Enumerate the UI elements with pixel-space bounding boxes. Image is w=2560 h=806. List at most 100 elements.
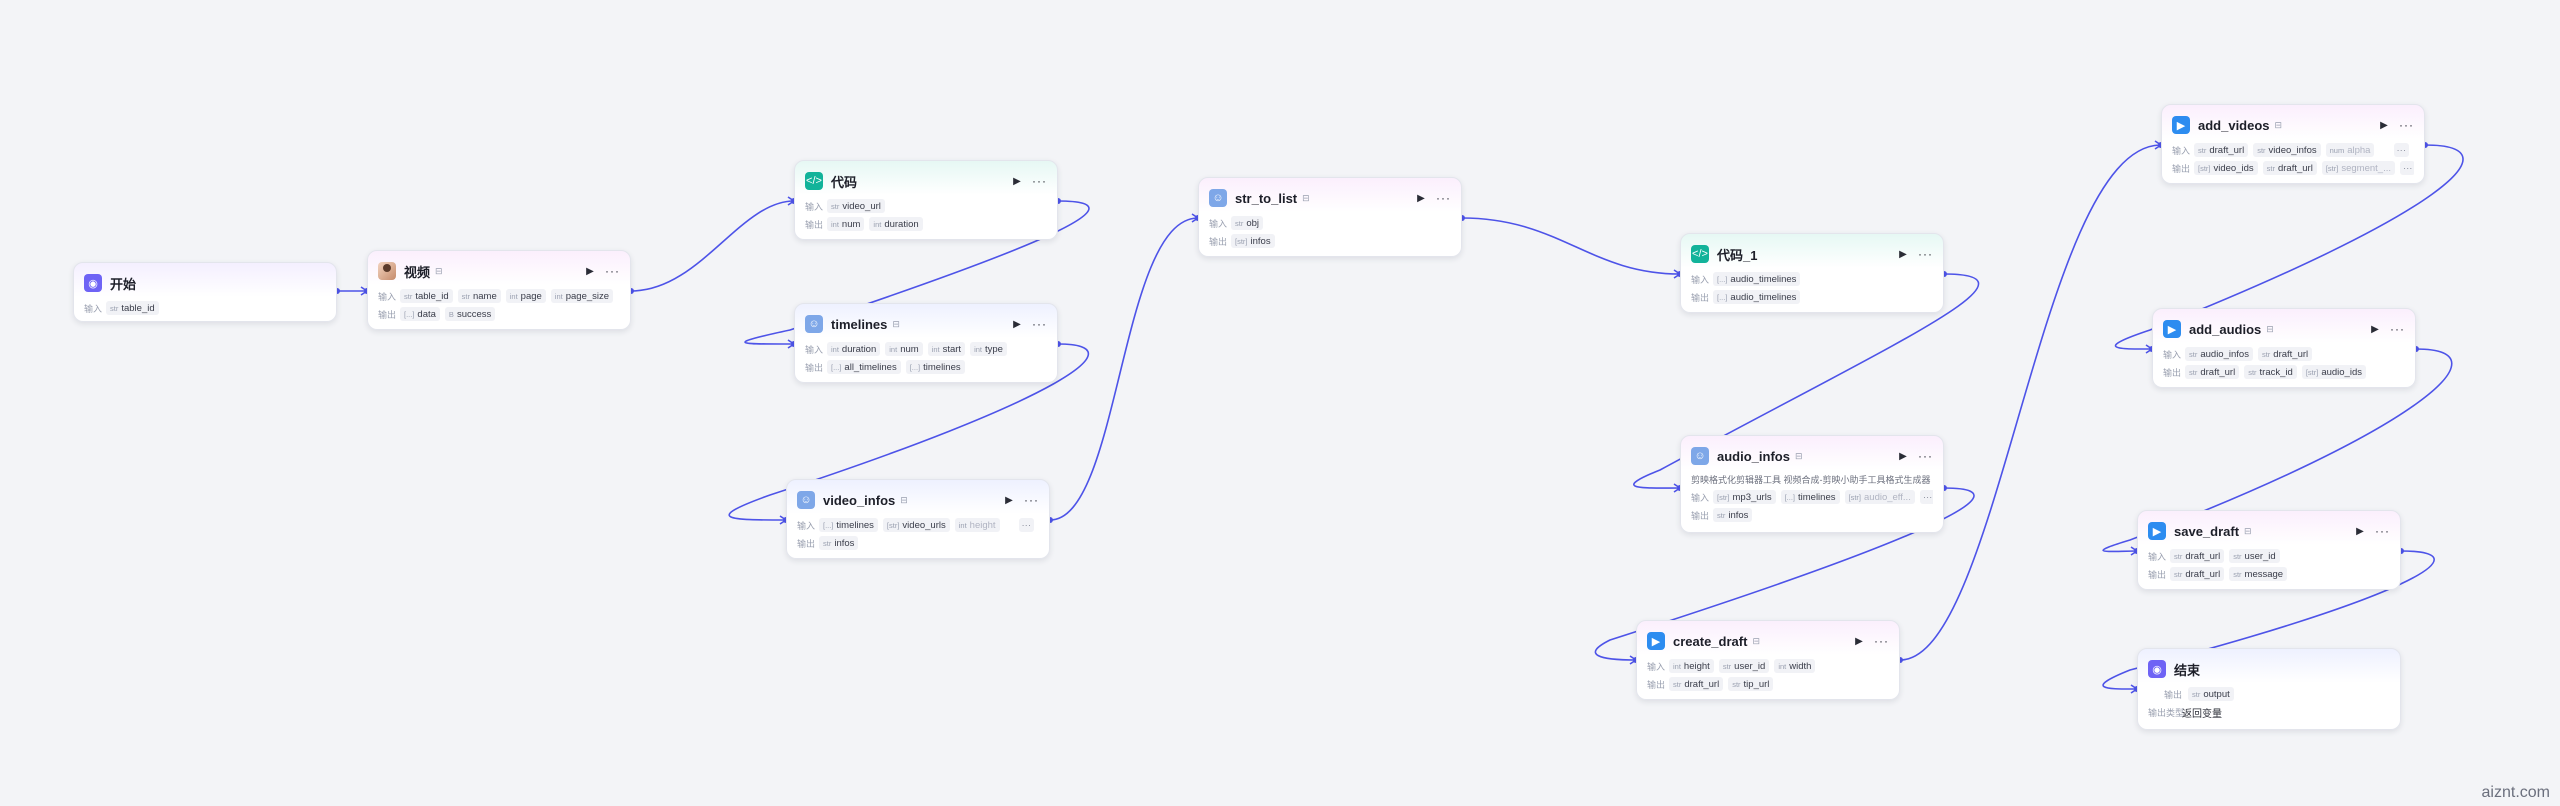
more-icon[interactable]: ··· — [1874, 634, 1889, 648]
more-icon[interactable]: ··· — [605, 264, 620, 278]
param-chip: [str]infos — [1231, 234, 1275, 248]
run-icon[interactable]: ▶ — [1417, 192, 1425, 204]
tag-icon: ⊟ — [900, 494, 908, 505]
tag-icon: ⊟ — [2244, 525, 2252, 536]
row-label-input: 输入 — [805, 201, 824, 212]
capcut-icon: ▶ — [2172, 116, 2190, 134]
row-label-output: 输出 — [1691, 510, 1710, 521]
more-icon[interactable]: ··· — [2375, 524, 2390, 538]
node-title: save_draft — [2174, 523, 2240, 539]
run-icon[interactable]: ▶ — [1013, 175, 1021, 187]
row-label-output: 输出 — [1647, 679, 1666, 690]
node-title: create_draft — [1673, 633, 1748, 649]
connection-edge[interactable] — [1899, 144, 2162, 661]
connection-edge[interactable] — [1461, 217, 1681, 275]
param-chip: [...]data — [400, 307, 440, 321]
node-code-1[interactable]: </> 代码_1 ▶ ··· 输入 [...]audio_timelines 输… — [1680, 233, 1944, 313]
connection-edge[interactable] — [630, 200, 795, 292]
watermark: aiznt.com — [2481, 784, 2550, 801]
run-icon[interactable]: ▶ — [586, 265, 594, 277]
node-title: 代码_1 — [1717, 247, 1758, 263]
node-title: add_audios — [2189, 321, 2262, 337]
row-label-input: 输入 — [2148, 551, 2167, 562]
param-chip: [str]video_ids — [2194, 161, 2258, 175]
node-title: timelines — [831, 316, 888, 332]
row-label-input: 输入 — [1691, 492, 1710, 503]
row-label-output: 输出 — [805, 362, 824, 373]
run-icon[interactable]: ▶ — [1005, 494, 1013, 506]
plugin-icon: ☺ — [1691, 447, 1709, 465]
row-label-input: 输入 — [805, 344, 824, 355]
code-icon: </> — [1691, 245, 1709, 263]
run-icon[interactable]: ▶ — [1855, 635, 1863, 647]
connection-edge[interactable] — [1049, 217, 1199, 521]
param-chip: [str]segment_... — [2321, 161, 2395, 175]
run-icon[interactable]: ▶ — [1899, 450, 1907, 462]
more-icon[interactable]: ··· — [1918, 247, 1933, 261]
node-title: 结束 — [2174, 662, 2201, 678]
row-label-output: 输出 — [378, 309, 397, 320]
more-params-icon[interactable]: ··· — [2399, 161, 2414, 175]
code-icon: </> — [805, 172, 823, 190]
more-params-icon[interactable]: ··· — [2393, 143, 2409, 157]
row-label-output: 输出 — [1209, 236, 1228, 247]
row-label-input: 输入 — [2172, 145, 2191, 156]
more-icon[interactable]: ··· — [1918, 449, 1933, 463]
output-type-value: 返回变量 — [2182, 708, 2222, 720]
node-title: audio_infos — [1717, 448, 1790, 464]
more-icon[interactable]: ··· — [1436, 191, 1451, 205]
node-description: 剪映格式化剪辑器工具 视频合成-剪映小助手工具格式生成器 — [1691, 475, 1931, 485]
run-icon[interactable]: ▶ — [1013, 318, 1021, 330]
run-icon[interactable]: ▶ — [2380, 119, 2388, 131]
more-icon[interactable]: ··· — [1032, 174, 1047, 188]
more-params-icon[interactable]: ··· — [1919, 490, 1933, 504]
node-title: video_infos — [823, 492, 896, 508]
plugin-icon: ☺ — [797, 491, 815, 509]
more-icon[interactable]: ··· — [2390, 322, 2405, 336]
row-label-output: 输出 — [2172, 163, 2191, 174]
run-icon[interactable]: ▶ — [1899, 248, 1907, 260]
avatar-icon — [378, 262, 396, 280]
more-icon[interactable]: ··· — [1024, 493, 1039, 507]
more-icon[interactable]: ··· — [2399, 118, 2414, 132]
row-label-output: 输出 — [2163, 367, 2182, 378]
run-icon[interactable]: ▶ — [2356, 525, 2364, 537]
tag-icon: ⊟ — [1302, 192, 1310, 203]
capcut-icon: ▶ — [1647, 632, 1665, 650]
run-icon[interactable]: ▶ — [2371, 323, 2379, 335]
more-icon[interactable]: ··· — [1032, 317, 1047, 331]
node-audio-infos[interactable]: ☺ audio_infos ⊟ ▶ ··· 剪映格式化剪辑器工具 视频合成-剪映… — [1680, 435, 1944, 533]
node-video-infos[interactable]: ☺ video_infos ⊟ ▶ ··· 输入 [...]timelines … — [786, 479, 1050, 559]
tag-icon: ⊟ — [1752, 635, 1760, 646]
row-label-output: 输出 — [2163, 689, 2182, 700]
more-params-icon[interactable]: ··· — [1018, 518, 1034, 532]
param-chip: [...]timelines — [1780, 490, 1840, 504]
capcut-icon: ▶ — [2148, 522, 2166, 540]
